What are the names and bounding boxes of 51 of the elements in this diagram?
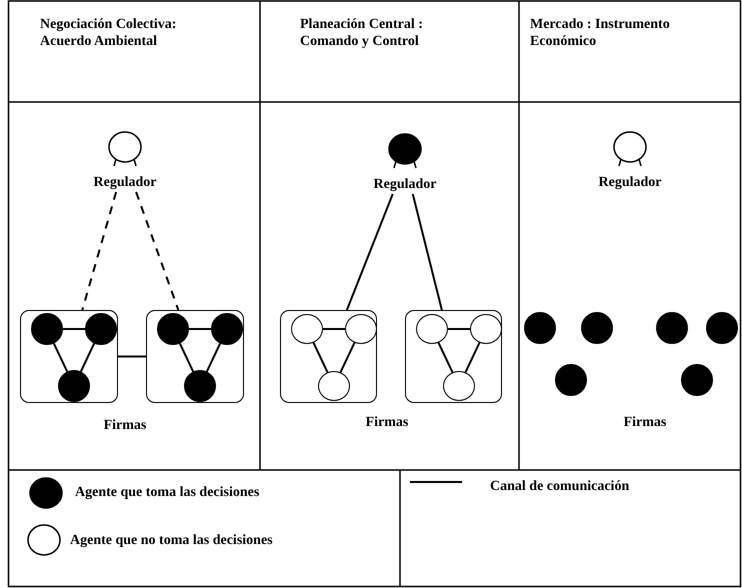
agent-circle bbox=[706, 312, 738, 344]
connector-line bbox=[63, 328, 85, 330]
agent-circle bbox=[157, 313, 189, 345]
agent-circle bbox=[681, 364, 713, 396]
agent-circle bbox=[211, 313, 243, 345]
agent-circle bbox=[581, 312, 613, 344]
agent-circle bbox=[318, 371, 350, 401]
group-box bbox=[405, 310, 502, 403]
connector-line bbox=[135, 192, 180, 310]
connector-line bbox=[323, 328, 345, 330]
agent-circle bbox=[416, 314, 448, 344]
connector-line bbox=[178, 343, 194, 372]
node-caption: Regulador bbox=[92, 174, 158, 191]
connector-line bbox=[448, 328, 470, 330]
agent-circle bbox=[345, 314, 377, 344]
agent-circle bbox=[443, 371, 475, 401]
connector-line bbox=[81, 192, 118, 310]
agent-circle bbox=[656, 312, 688, 344]
legend-label: Canal de comunicación bbox=[490, 478, 630, 495]
connector-line bbox=[340, 342, 356, 373]
agent-circle bbox=[524, 312, 556, 344]
connector-line bbox=[312, 342, 328, 373]
agent-circle bbox=[58, 370, 90, 402]
node-caption: Regulador bbox=[598, 174, 662, 191]
connector-line bbox=[438, 342, 454, 373]
connector-line bbox=[118, 356, 146, 358]
agent-circle bbox=[85, 313, 117, 345]
connector-line bbox=[80, 343, 96, 372]
connector-line bbox=[52, 343, 68, 372]
node-caption: Regulador bbox=[372, 176, 438, 193]
group-caption: Firmas bbox=[364, 414, 410, 431]
agent-circle bbox=[470, 314, 502, 344]
group-box bbox=[20, 310, 118, 403]
agent-circle bbox=[291, 314, 323, 344]
connector-line bbox=[464, 342, 480, 373]
legend-label: Agente que toma las decisiones bbox=[75, 484, 260, 501]
agent-circle bbox=[555, 364, 587, 396]
connector-line bbox=[189, 328, 211, 330]
agent-circle bbox=[31, 313, 63, 345]
group-box bbox=[280, 310, 377, 403]
column-heading: Negociación Colectiva: Acuerdo Ambiental bbox=[40, 16, 178, 50]
group-caption: Firmas bbox=[622, 414, 668, 431]
agent-circle bbox=[184, 370, 216, 402]
connector-line bbox=[206, 343, 222, 372]
legend-label: Agente que no toma las decisiones bbox=[70, 532, 273, 549]
column-heading: Planeación Central : Comando y Control bbox=[300, 16, 424, 50]
group-box bbox=[146, 310, 244, 403]
column-heading: Mercado : Instrumento Económico bbox=[530, 16, 671, 50]
connector-line bbox=[412, 194, 443, 310]
group-caption: Firmas bbox=[102, 417, 148, 434]
connector-line bbox=[346, 194, 394, 310]
